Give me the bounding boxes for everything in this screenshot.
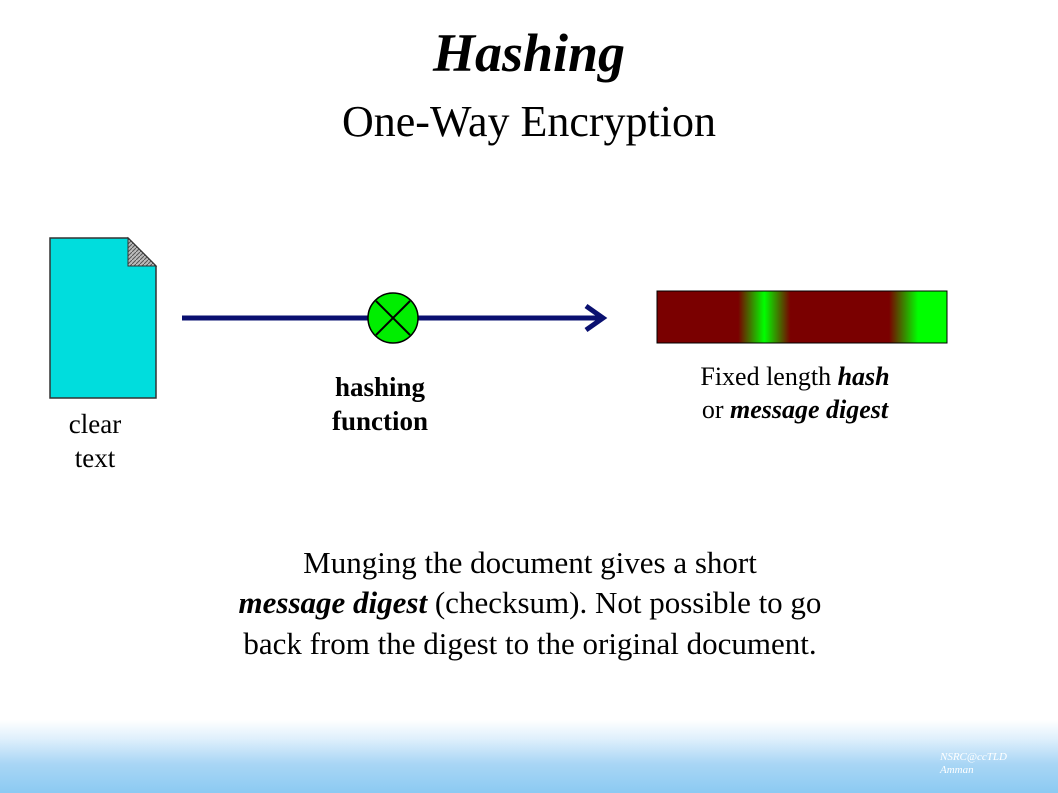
footer-line2: Amman: [940, 764, 974, 777]
footer-line1: NSRC@ccTLD: [940, 751, 1007, 763]
digest-label-line2: or message digest: [630, 394, 960, 427]
x-circle-icon: [367, 292, 419, 344]
document-icon: [49, 236, 158, 399]
hashing-function-line1: hashing: [334, 372, 426, 402]
clear-text-line2: text: [74, 442, 116, 473]
hashing-function-line2: function: [331, 405, 429, 436]
digest-line2-text: or: [701, 394, 730, 424]
explanation-text: Munging the document gives a short messa…: [60, 543, 1000, 664]
digest-line2-emphasis: message digest: [730, 394, 889, 424]
message-digest-bar: [656, 290, 948, 344]
clear-text-line1: clear: [68, 409, 122, 439]
explanation-line2: message digest (checksum). Not possible …: [60, 583, 1000, 623]
explanation-line1: Munging the document gives a short: [303, 545, 757, 580]
explanation-emphasis: message digest: [238, 585, 428, 621]
slide-title: Hashing: [432, 23, 626, 83]
slide-subtitle: One-Way Encryption: [342, 97, 716, 146]
clear-text-label: clear text: [40, 408, 150, 476]
footer-bar: [0, 720, 1058, 793]
digest-line1-emphasis: hash: [837, 362, 890, 391]
hashing-function-label: hashing function: [300, 371, 460, 439]
digest-line1-text: Fixed length: [700, 362, 838, 391]
footer-note: NSRC@ccTLD Amman: [940, 751, 1040, 777]
digest-label: Fixed length hash or message digest: [630, 361, 960, 426]
explanation-line3: back from the digest to the original doc…: [243, 625, 817, 661]
digest-label-line1: Fixed length hash: [630, 361, 960, 394]
explanation-line2-rest: (checksum). Not possible to go: [427, 585, 822, 621]
